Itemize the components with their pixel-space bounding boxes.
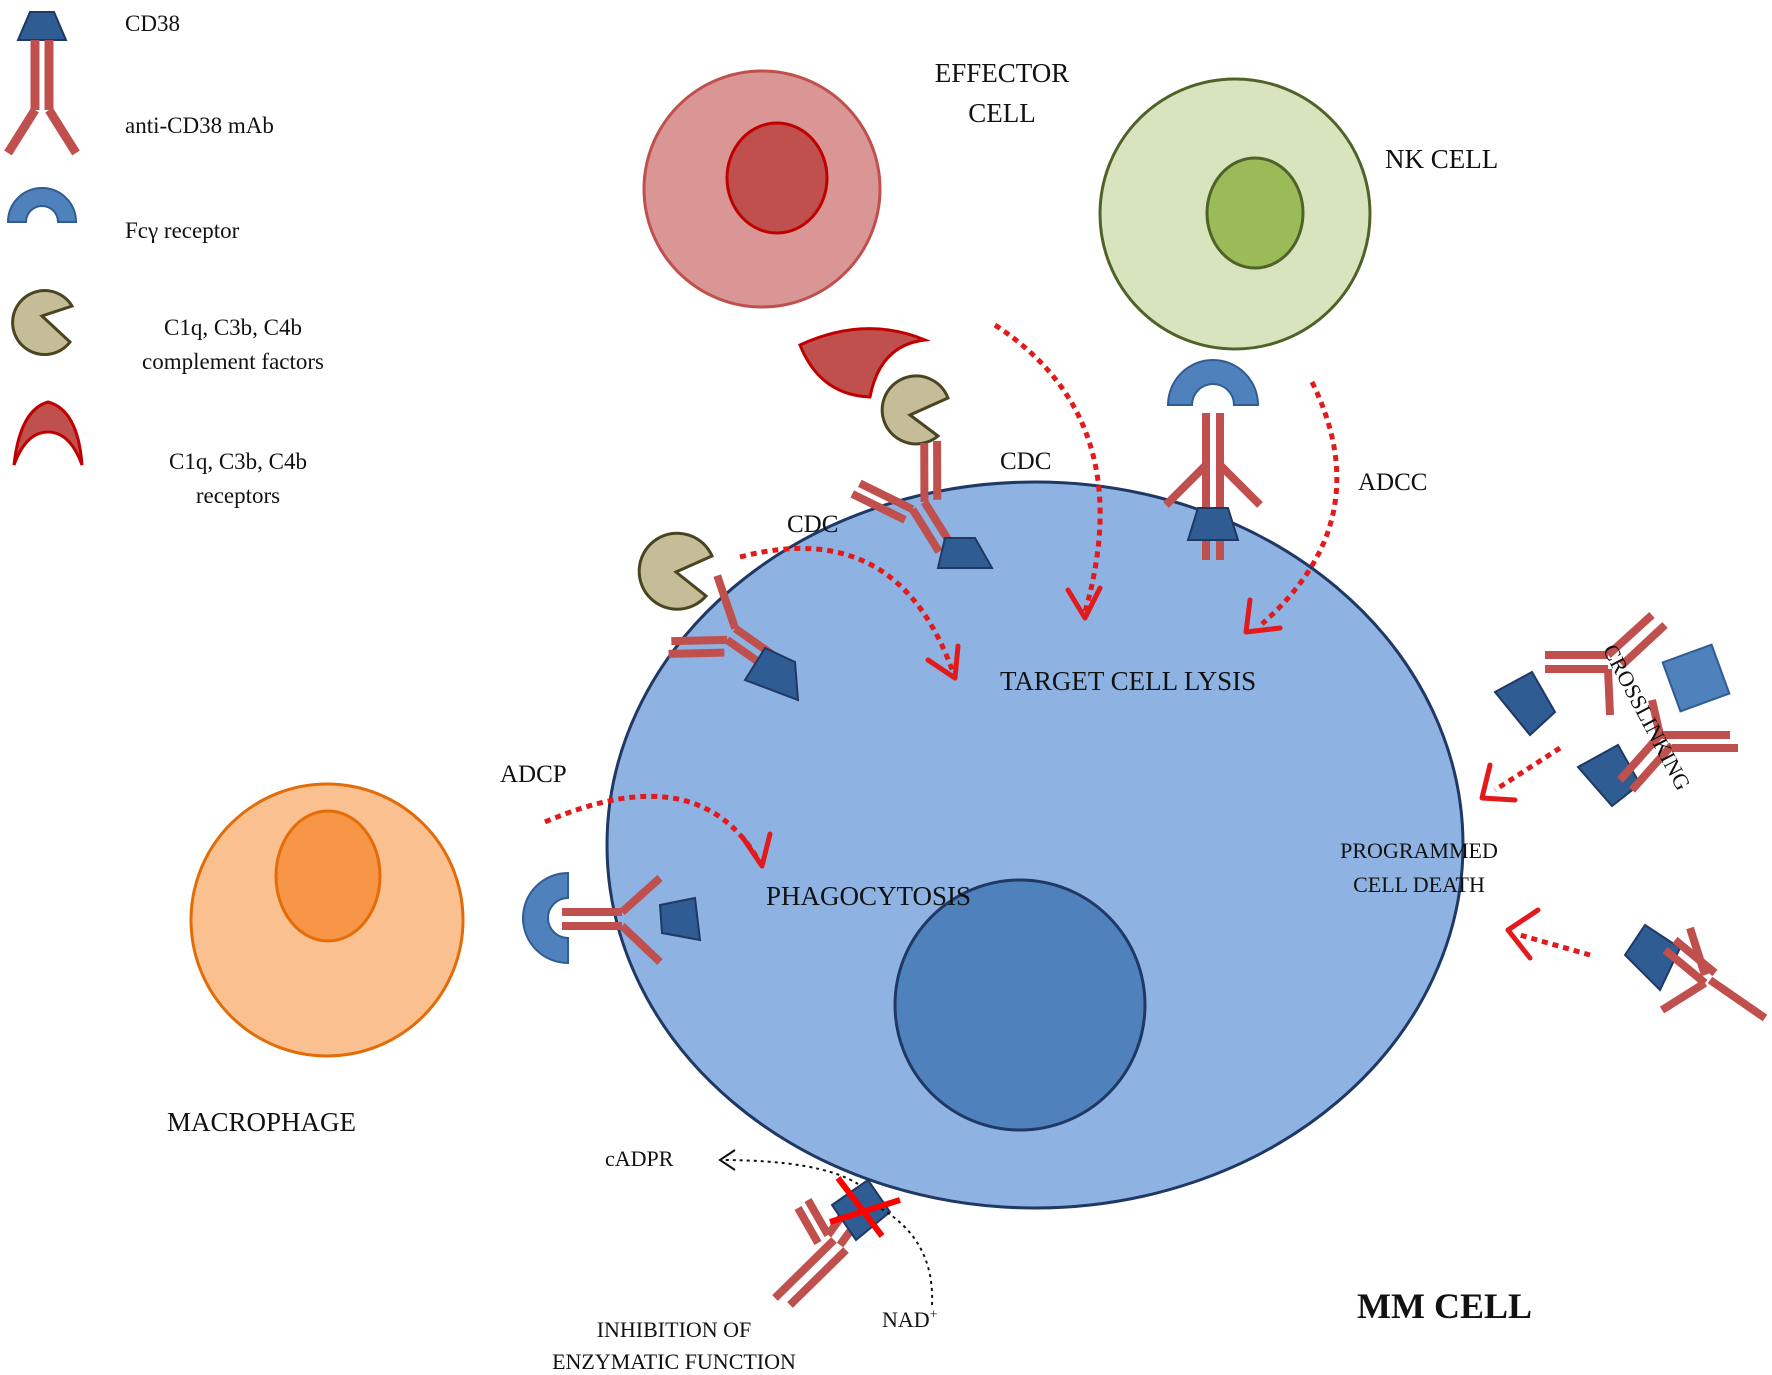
effector-cell-label-2: CELL (968, 98, 1036, 128)
legend-fc-receptor-label: Fcγ receptor (125, 218, 240, 243)
cadpr-arrow (719, 1159, 859, 1185)
legend-receptors-label-1: C1q, C3b, C4b (168, 449, 308, 474)
legend-receptors-label-2: receptors (195, 483, 281, 508)
cd38-right-upper-icon (1493, 670, 1557, 737)
legend-complement-label-2: complement factors (141, 349, 325, 374)
macrophage-antibody-shape (562, 875, 663, 965)
nk-nucleus (1205, 156, 1305, 270)
cdc-left-label: CDC (787, 511, 839, 538)
cdc-top-label: CDC (1000, 448, 1052, 475)
nk-fc-receptor-icon (1166, 359, 1260, 406)
effector-antibody-icon (850, 440, 955, 554)
effector-receptor-icon (798, 327, 931, 399)
cd38-left-icon (658, 896, 702, 942)
arrowhead-adcc (1243, 597, 1283, 635)
legend-fc-receptor-icon (6, 187, 78, 223)
nad-arrow (879, 1207, 934, 1306)
legend-cd38-icon (16, 11, 68, 41)
cd38-right-mid-icon (1576, 743, 1642, 808)
cadpr-label: cADPR (605, 1146, 674, 1171)
legend-antibody-label: anti-CD38 mAb (125, 113, 274, 138)
nk-cell-label: NK CELL (1385, 144, 1499, 174)
nk-antibody-arms (1202, 413, 1224, 510)
inhibition-label-2: ENZYMATIC FUNCTION (552, 1349, 796, 1374)
target-cell-lysis-label: TARGET CELL LYSIS (1000, 666, 1257, 696)
legend-complement-icon (11, 289, 75, 357)
legend (4, 11, 84, 466)
effector-complement-icon (880, 374, 950, 446)
legend-antibody-icon (4, 40, 80, 156)
arrowhead-crosslink-upper (1479, 762, 1518, 803)
inhibition-cross-2 (829, 1197, 901, 1225)
effector-cell-label-1: EFFECTOR (934, 58, 1070, 88)
nk-antibody-lower-arms (1163, 462, 1263, 508)
arrow-effector-lysis (993, 322, 1103, 613)
programmed-cell-death-label-1: PROGRAMMED (1340, 838, 1498, 863)
inhibition-cross-1 (835, 1176, 885, 1238)
arrow-adcc (1260, 380, 1340, 626)
adcp-label: ADCP (500, 761, 567, 788)
mm-cell-label: MM CELL (1357, 1286, 1532, 1326)
legend-complement-label-1: C1q, C3b, C4b (163, 315, 303, 340)
phagocytosis-label: PHAGOCYTOSIS (766, 881, 972, 911)
cd38-top-left-icon (936, 537, 994, 569)
mm-nucleus (893, 878, 1147, 1132)
arrow-crosslink-upper (1493, 745, 1562, 793)
inhibition-label-1: INHIBITION OF (596, 1317, 752, 1342)
arrow-cdc-left (739, 545, 958, 679)
legend-receptor-icon (12, 400, 84, 466)
legend-cd38-label: CD38 (125, 11, 180, 36)
cd38-left-upper-icon (743, 646, 800, 702)
crosslinking-antibody-1 (1545, 612, 1668, 716)
effector-nucleus (725, 121, 829, 235)
macrophage-nucleus (274, 809, 382, 943)
arrowhead-adcp (740, 831, 773, 869)
macrophage-fc-receptor-icon (522, 871, 569, 965)
nad-label: NAD+ (882, 1307, 938, 1332)
macrophage-label: MACROPHAGE (167, 1107, 357, 1137)
arrowhead-cdc-left (925, 643, 961, 681)
arrowhead-effector (1065, 585, 1103, 621)
crosslinking-block-icon (1661, 643, 1731, 713)
crosslinking-antibody-2 (1617, 699, 1738, 793)
programmed-cell-death-label-2: CELL DEATH (1353, 872, 1485, 897)
adcc-label: ADCC (1358, 469, 1428, 496)
cd38-top-icon (1186, 507, 1240, 541)
mm-cell (605, 480, 1465, 1210)
right-lower-antibody-icon (1659, 926, 1768, 1022)
arrowhead-crosslink-lower (1505, 907, 1541, 961)
left-complement-icon (637, 531, 714, 611)
arrow-crosslink-lower (1519, 932, 1591, 958)
